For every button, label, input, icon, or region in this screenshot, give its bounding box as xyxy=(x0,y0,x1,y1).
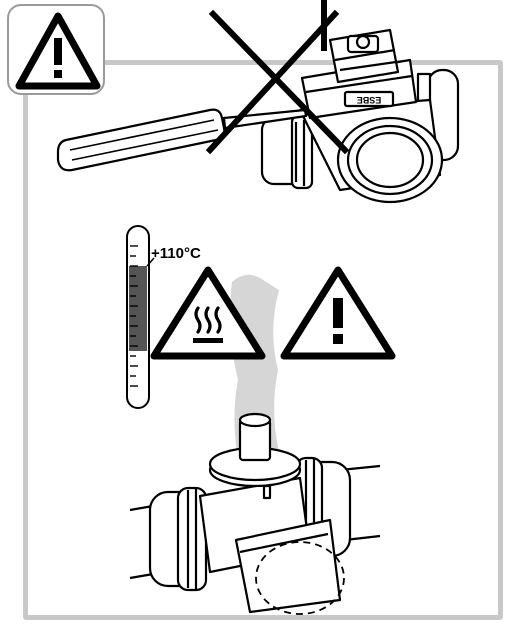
general-warning-icon xyxy=(280,266,396,360)
warning-badge xyxy=(7,4,105,95)
hot-surface-warning-icon xyxy=(150,266,266,360)
cross-prohibition-icon xyxy=(205,0,350,155)
valve-brand-label: ESBE xyxy=(357,95,382,105)
screwdriver xyxy=(56,108,308,172)
temperature-label: +110°C xyxy=(151,245,201,262)
bottom-valve-illustration xyxy=(129,412,381,614)
dashed-cap-outline xyxy=(255,541,345,615)
thermometer-icon xyxy=(126,225,155,409)
top-valve-illustration xyxy=(260,28,460,204)
warning-triangle-icon xyxy=(15,12,101,90)
